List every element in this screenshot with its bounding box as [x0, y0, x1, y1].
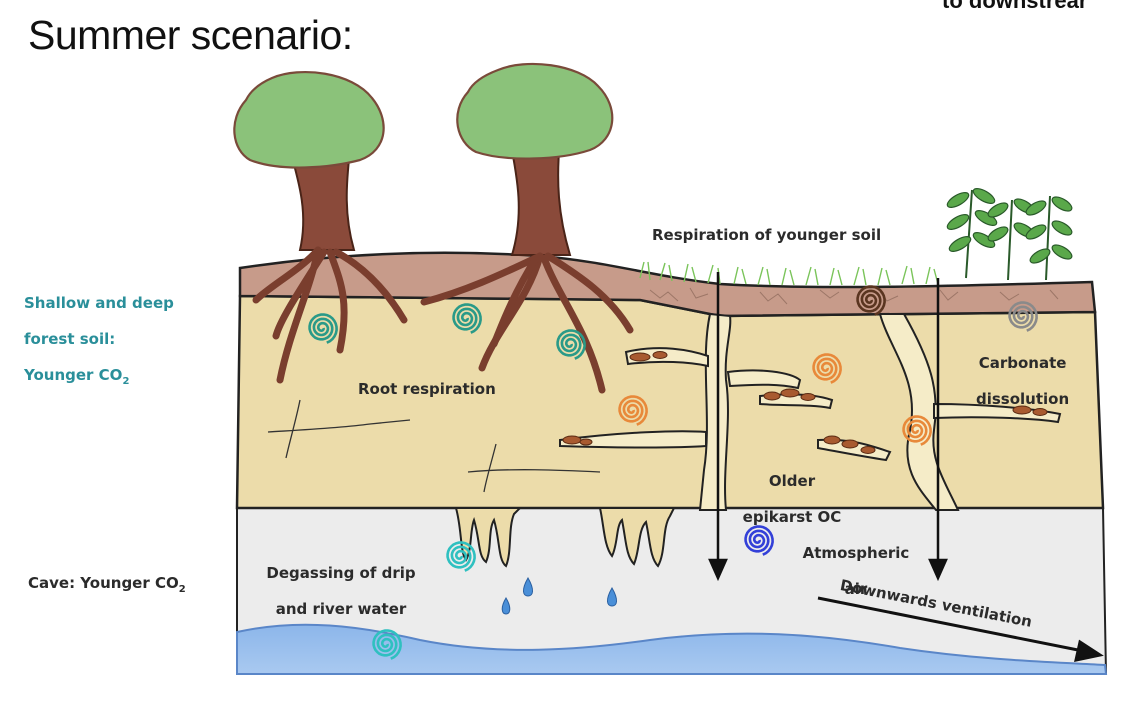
older-epikarst-label: Older epikarst OC: [742, 472, 842, 526]
co2-spiral-icon: [744, 525, 774, 556]
respiration-younger-soil-label: Respiration of younger soil: [652, 226, 882, 244]
co2-source-spirals: [308, 285, 1038, 660]
degassing-label: Degassing of drip and river water: [266, 564, 416, 618]
co2-spiral-icon: [1008, 301, 1038, 332]
shrubs: [946, 188, 1073, 281]
tree-roots: [252, 246, 634, 394]
atmospheric-air-label: Atmospheric air: [802, 544, 910, 598]
diagram-title: Summer scenario:: [28, 12, 353, 58]
bedrock-cracks: [267, 399, 601, 493]
organic-carbon-clumps: [562, 351, 1048, 454]
co2-spiral-icon: [556, 329, 586, 360]
co2-spiral-icon: [372, 629, 402, 660]
co2-spiral-icon: [446, 541, 476, 572]
forest-trees: [233, 62, 614, 256]
co2-spiral-icon: [856, 285, 886, 316]
forest-soil-label: Shallow and deep forest soil: Younger CO…: [24, 294, 174, 387]
co2-spiral-icon: [308, 313, 338, 344]
soil-cracks: [649, 287, 1059, 305]
epikarst-bedrock: [235, 294, 1105, 510]
carbonate-dissolution-label: Carbonate dissolution: [976, 354, 1070, 408]
water-drops: [501, 577, 617, 615]
karst-conduits: [559, 312, 1062, 511]
root-respiration-label: Root respiration: [358, 380, 496, 398]
grass: [639, 261, 939, 286]
stalactites: [454, 507, 676, 568]
cave-label: Cave: Younger CO2: [28, 574, 186, 595]
ventilation-arrow: [817, 596, 1104, 662]
co2-spiral-icon: [618, 395, 648, 426]
downward-flow-arrows: [708, 272, 948, 582]
truncated-corner-text: to downstrear: [942, 0, 1088, 13]
co2-spiral-icon: [452, 303, 482, 334]
co2-spiral-icon: [902, 415, 932, 446]
co2-spiral-icon: [812, 353, 842, 384]
